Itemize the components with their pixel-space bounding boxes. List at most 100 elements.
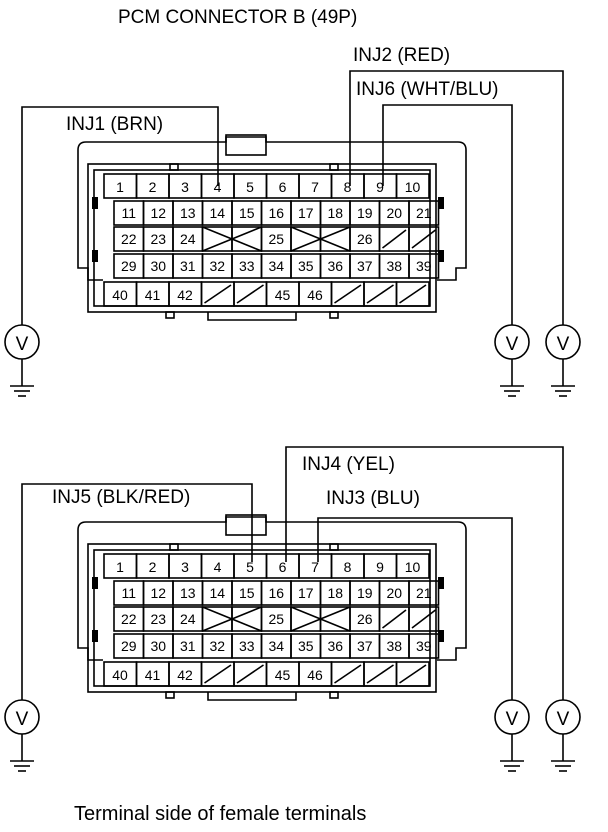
pin-number: 18 [327, 205, 343, 221]
connector-shell [77, 516, 467, 661]
label-inj3: INJ3 (BLU) [326, 488, 420, 509]
pin-number: 20 [386, 205, 402, 221]
wire [349, 70, 564, 325]
lock-tab [438, 197, 444, 209]
blank-cross [202, 606, 262, 632]
wire [21, 483, 253, 700]
connector-latch [225, 134, 267, 156]
pin-number: 15 [239, 585, 255, 601]
pin-cell [231, 226, 263, 252]
pin-number: 7 [311, 179, 319, 195]
pin-number: 29 [121, 638, 137, 654]
empty-slot [204, 664, 232, 684]
pin-cell [408, 580, 440, 606]
footer-caption: Terminal side of female terminals [74, 803, 366, 825]
pin-number: 9 [376, 559, 384, 575]
pin-cell [290, 606, 322, 632]
pin-cell [201, 226, 233, 252]
index-mark [329, 311, 339, 319]
pin-number: 22 [121, 611, 137, 627]
pin-number: 22 [121, 231, 137, 247]
voltmeter-symbol: V [16, 709, 29, 730]
pin-number: 20 [386, 585, 402, 601]
lock-tab [438, 630, 444, 642]
connector-shell [77, 136, 467, 281]
pin-number: 6 [279, 559, 287, 575]
label-inj4: INJ4 (YEL) [302, 454, 395, 475]
pin-number: 12 [150, 205, 166, 221]
pin-number: 25 [268, 231, 284, 247]
pin-number: 33 [239, 258, 255, 274]
pin-number: 5 [246, 179, 254, 195]
pin-number: 9 [376, 179, 384, 195]
empty-slot [334, 284, 362, 304]
pin-number: 26 [357, 231, 373, 247]
blank-cross [290, 226, 351, 252]
pin-number: 31 [180, 258, 196, 274]
pin-number: 42 [177, 667, 193, 683]
pin-number: 5 [246, 559, 254, 575]
pin-number: 21 [416, 205, 432, 221]
pin-number: 39 [416, 638, 432, 654]
pin-number: 17 [298, 205, 314, 221]
pin-number: 11 [121, 585, 136, 601]
pin-number: 35 [298, 638, 314, 654]
pin-number: 13 [180, 205, 196, 221]
lock-tab [92, 577, 98, 589]
index-mark [169, 543, 179, 551]
pin-cell [201, 606, 233, 632]
pin-number: 18 [327, 585, 343, 601]
lock-tab [438, 577, 444, 589]
pin-number: 29 [121, 258, 137, 274]
pin-cell [231, 606, 263, 632]
pin-number: 12 [150, 585, 166, 601]
pin-number: 19 [357, 585, 373, 601]
pin-cell [395, 661, 430, 687]
empty-slot [334, 664, 362, 684]
pin-number: 14 [209, 205, 225, 221]
pin-number: 16 [268, 585, 284, 601]
pin-number: 37 [357, 638, 373, 654]
pin-cell [319, 606, 351, 632]
index-mark [329, 163, 339, 171]
empty-slot [382, 609, 407, 629]
empty-slot [411, 229, 436, 249]
pin-number: 34 [268, 258, 284, 274]
pin-number: 23 [150, 231, 166, 247]
index-mark [165, 311, 175, 319]
pin-number: 2 [149, 559, 157, 575]
pin-number: 25 [268, 611, 284, 627]
connector-housing [87, 543, 437, 693]
pin-number: 2 [149, 179, 157, 195]
pin-number: 30 [150, 638, 166, 654]
blank-cross [290, 606, 351, 632]
empty-slot [366, 284, 394, 304]
pin-number: 3 [181, 179, 189, 195]
pin-number: 38 [386, 638, 402, 654]
pin-number: 34 [268, 638, 284, 654]
connector-latch [225, 514, 267, 536]
pin-number: 36 [327, 638, 343, 654]
pin-number: 15 [239, 205, 255, 221]
pin-number: 21 [416, 585, 432, 601]
empty-slot [236, 664, 264, 684]
pin-number: 1 [116, 559, 124, 575]
index-mark [329, 543, 339, 551]
index-mark [165, 691, 175, 699]
connector-housing [87, 163, 437, 313]
pin-number: 38 [386, 258, 402, 274]
pin-number: 46 [307, 287, 323, 303]
pin-cell [395, 281, 430, 307]
pin-number: 17 [298, 585, 314, 601]
voltmeter-symbol: V [557, 709, 570, 730]
label-inj6: INJ6 (WHT/BLU) [356, 79, 499, 100]
pin-number: 26 [357, 611, 373, 627]
pin-number: 16 [268, 205, 284, 221]
pin-number: 40 [112, 667, 128, 683]
pin-number: 8 [344, 179, 352, 195]
pin-number: 24 [180, 231, 196, 247]
pin-number: 41 [145, 287, 161, 303]
